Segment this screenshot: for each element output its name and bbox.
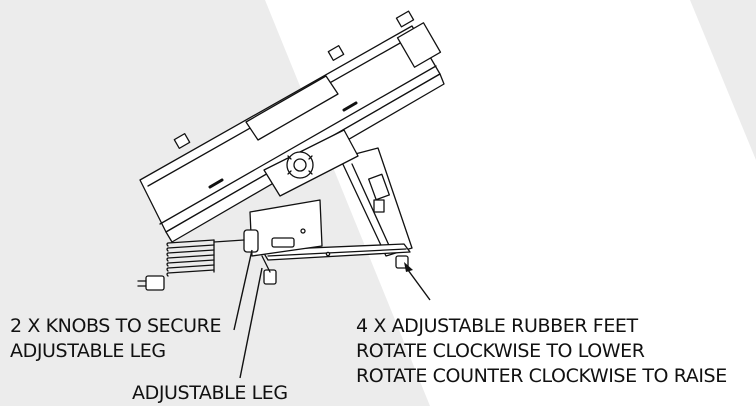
end-cap <box>396 22 442 68</box>
display-window <box>245 75 339 141</box>
callout-knobs-line1: 2 X KNOBS TO SECURE <box>10 315 222 337</box>
callout-feet-line2: ROTATE CLOCKWISE TO LOWER <box>356 340 645 362</box>
leader-knobs <box>233 249 253 331</box>
power-plug <box>145 275 165 291</box>
column-bracket <box>368 173 390 201</box>
leg-knob-upper <box>243 229 259 253</box>
callout-knobs: 2 X KNOBS TO SECURE ADJUSTABLE LEG <box>10 314 221 364</box>
background-shade-right <box>690 0 756 160</box>
callout-knobs-line2: ADJUSTABLE LEG <box>10 340 166 362</box>
arrow-feet-head <box>404 262 413 272</box>
leg-knob-lower <box>263 269 277 285</box>
clip-center <box>327 45 345 61</box>
leg-rod <box>261 255 271 273</box>
callout-leg-text: ADJUSTABLE LEG <box>132 382 288 404</box>
housing-bottom-edge <box>159 65 437 225</box>
pivot-knob-ridges <box>287 155 313 175</box>
callout-leg: ADJUSTABLE LEG <box>132 381 288 406</box>
slot-left <box>208 178 224 189</box>
leader-leg <box>239 267 263 379</box>
clip-left <box>173 133 191 149</box>
plate-hole <box>300 228 306 234</box>
slot-right <box>342 101 358 112</box>
callout-feet-line3: ROTATE COUNTER CLOCKWISE TO RAISE <box>356 365 727 387</box>
column-knob <box>373 199 385 213</box>
base-frame-edge <box>267 248 407 257</box>
callout-feet-line1: 4 X ADJUSTABLE RUBBER FEET <box>356 315 638 337</box>
coiled-cord <box>166 239 245 277</box>
end-cap-tab <box>395 10 415 28</box>
pivot-knob-center <box>293 158 307 172</box>
plate-slot <box>271 237 295 248</box>
callout-feet: 4 X ADJUSTABLE RUBBER FEET ROTATE CLOCKW… <box>356 314 727 389</box>
leader-feet <box>407 269 431 301</box>
column-edge <box>351 163 393 253</box>
base-screw <box>325 251 331 257</box>
